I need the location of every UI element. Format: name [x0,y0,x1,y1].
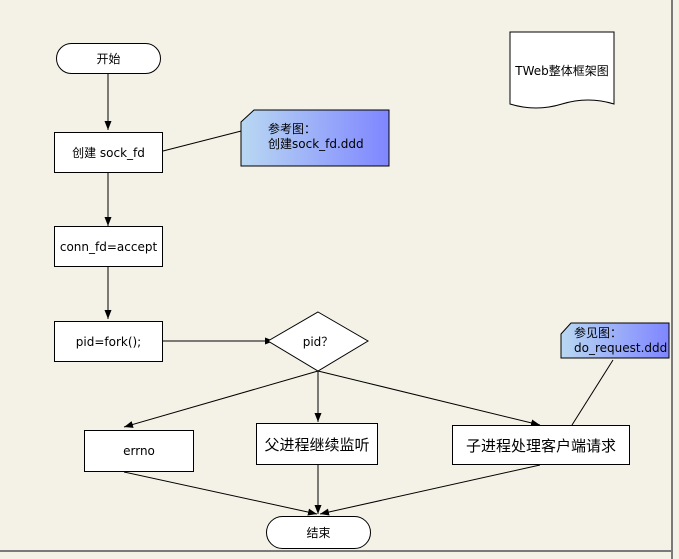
accept-label: conn_fd=accept [59,239,158,254]
end-node[interactable]: 结束 [266,516,371,549]
frame-title-text: TWeb整体框架图 [515,64,609,78]
note-link-request [571,359,614,426]
note-request-line2: do_request.ddd [574,341,668,355]
arrow-decision-to-child [317,370,541,427]
fork-node[interactable]: pid=fork(); [54,321,163,362]
arrow-errno-to-end [123,471,318,516]
frame-bottom-border [0,550,673,552]
note-link-sock [162,127,254,152]
accept-node[interactable]: conn_fd=accept [54,226,163,267]
title-document-shape [509,31,615,109]
note-shape-request [560,322,670,359]
note-sock-text[interactable]: 参考图： 创建sock_fd.ddd [268,122,364,152]
start-label: 开始 [96,52,121,66]
parent-process-node[interactable]: 父进程继续监听 [256,423,378,465]
decision-label-box[interactable]: pid？ [288,331,348,351]
decision-diamond [267,311,369,372]
note-request-line1: 参见图： [574,326,623,340]
parent-process-label: 父进程继续监听 [264,435,370,454]
arrow-child-to-end [319,464,541,516]
frame-right-border [671,0,673,559]
note-request-text[interactable]: 参见图： do_request.ddd [574,326,667,356]
errno-node[interactable]: errno [84,430,194,472]
child-process-node[interactable]: 子进程处理客户端请求 [452,425,630,465]
start-node[interactable]: 开始 [56,43,161,74]
create-sock-node[interactable]: 创建 sock_fd [54,132,163,173]
end-label: 结束 [306,526,331,540]
create-sock-label: 创建 sock_fd [72,146,145,160]
errno-label: errno [123,444,155,458]
frame-title: TWeb整体框架图 [510,64,614,79]
arrow-decision-to-errno [123,370,319,428]
note-sock-line2: 创建sock_fd.ddd [268,137,364,151]
decision-label: pid？ [302,334,334,349]
note-sock-line1: 参考图： [268,122,317,136]
fork-label: pid=fork(); [75,334,142,349]
note-shape-sock [240,109,390,167]
child-process-label: 子进程处理客户端请求 [465,436,616,455]
